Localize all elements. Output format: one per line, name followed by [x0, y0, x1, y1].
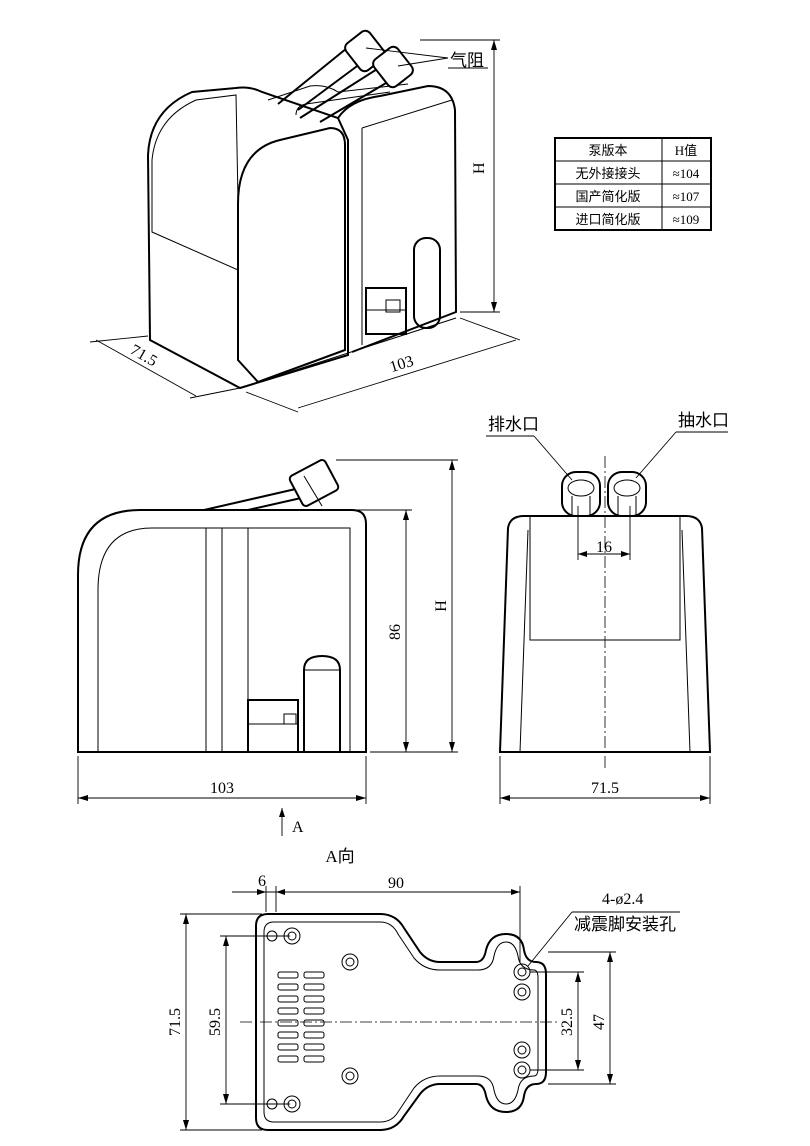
table-row-3-h: ≈109	[673, 212, 700, 227]
iso-height-dim: H	[471, 162, 488, 174]
inner-width-59-5: 59.5	[207, 1008, 224, 1036]
right-width-47: 47	[591, 1014, 608, 1030]
table-row-2-version: 国产简化版	[575, 189, 640, 204]
offset-dim-6: 6	[258, 873, 266, 890]
isometric-view: 气阻 H 71.5 103	[89, 29, 521, 413]
table-row-3-version: 进口简化版	[575, 212, 640, 227]
table-row-1-version: 无外接接头	[575, 166, 640, 181]
table-header-h: H值	[675, 143, 697, 158]
mounting-hole	[513, 963, 531, 981]
bottom-view: A向 6 90	[167, 847, 680, 1131]
table-row-2-h: ≈107	[673, 189, 700, 204]
side-height-h: H	[433, 600, 450, 612]
side-view: 86 H 103 A	[77, 459, 458, 836]
table-row-1-h: ≈104	[673, 166, 700, 181]
suction-port-label: 抽水口	[678, 411, 729, 430]
table-header-version: 泵版本	[588, 143, 627, 158]
drain-port-label: 排水口	[488, 415, 539, 434]
hole-label: 减震脚安装孔	[574, 915, 676, 934]
view-arrow-a: A	[292, 819, 304, 836]
side-height-86: 86	[387, 624, 404, 640]
port-spacing-16: 16	[596, 539, 612, 556]
hole-spec: 4-ø2.4	[602, 891, 643, 908]
bottom-view-title: A向	[325, 847, 354, 866]
hole-span-90: 90	[388, 875, 404, 892]
front-width-71-5: 71.5	[591, 780, 619, 797]
vent-slots	[277, 971, 325, 1063]
mounting-hole	[341, 953, 359, 971]
h-value-table: 泵版本 H值 无外接接头 ≈104 国产简化版 ≈107 进口简化版 ≈109	[554, 137, 712, 231]
mounting-hole	[513, 1041, 531, 1059]
hole-spacing-32-5: 32.5	[559, 1008, 576, 1036]
side-length-103: 103	[210, 780, 234, 797]
gas-resistor-label: 气阻	[450, 51, 484, 70]
mounting-hole	[513, 983, 531, 1001]
front-view: 排水口 抽水口 16 71.5	[486, 411, 729, 804]
mounting-hole	[341, 1067, 359, 1085]
mounting-hole	[513, 1061, 531, 1079]
iso-length-dim: 103	[388, 353, 416, 376]
iso-depth-dim: 71.5	[127, 342, 160, 371]
overall-width-71-5: 71.5	[167, 1008, 184, 1036]
